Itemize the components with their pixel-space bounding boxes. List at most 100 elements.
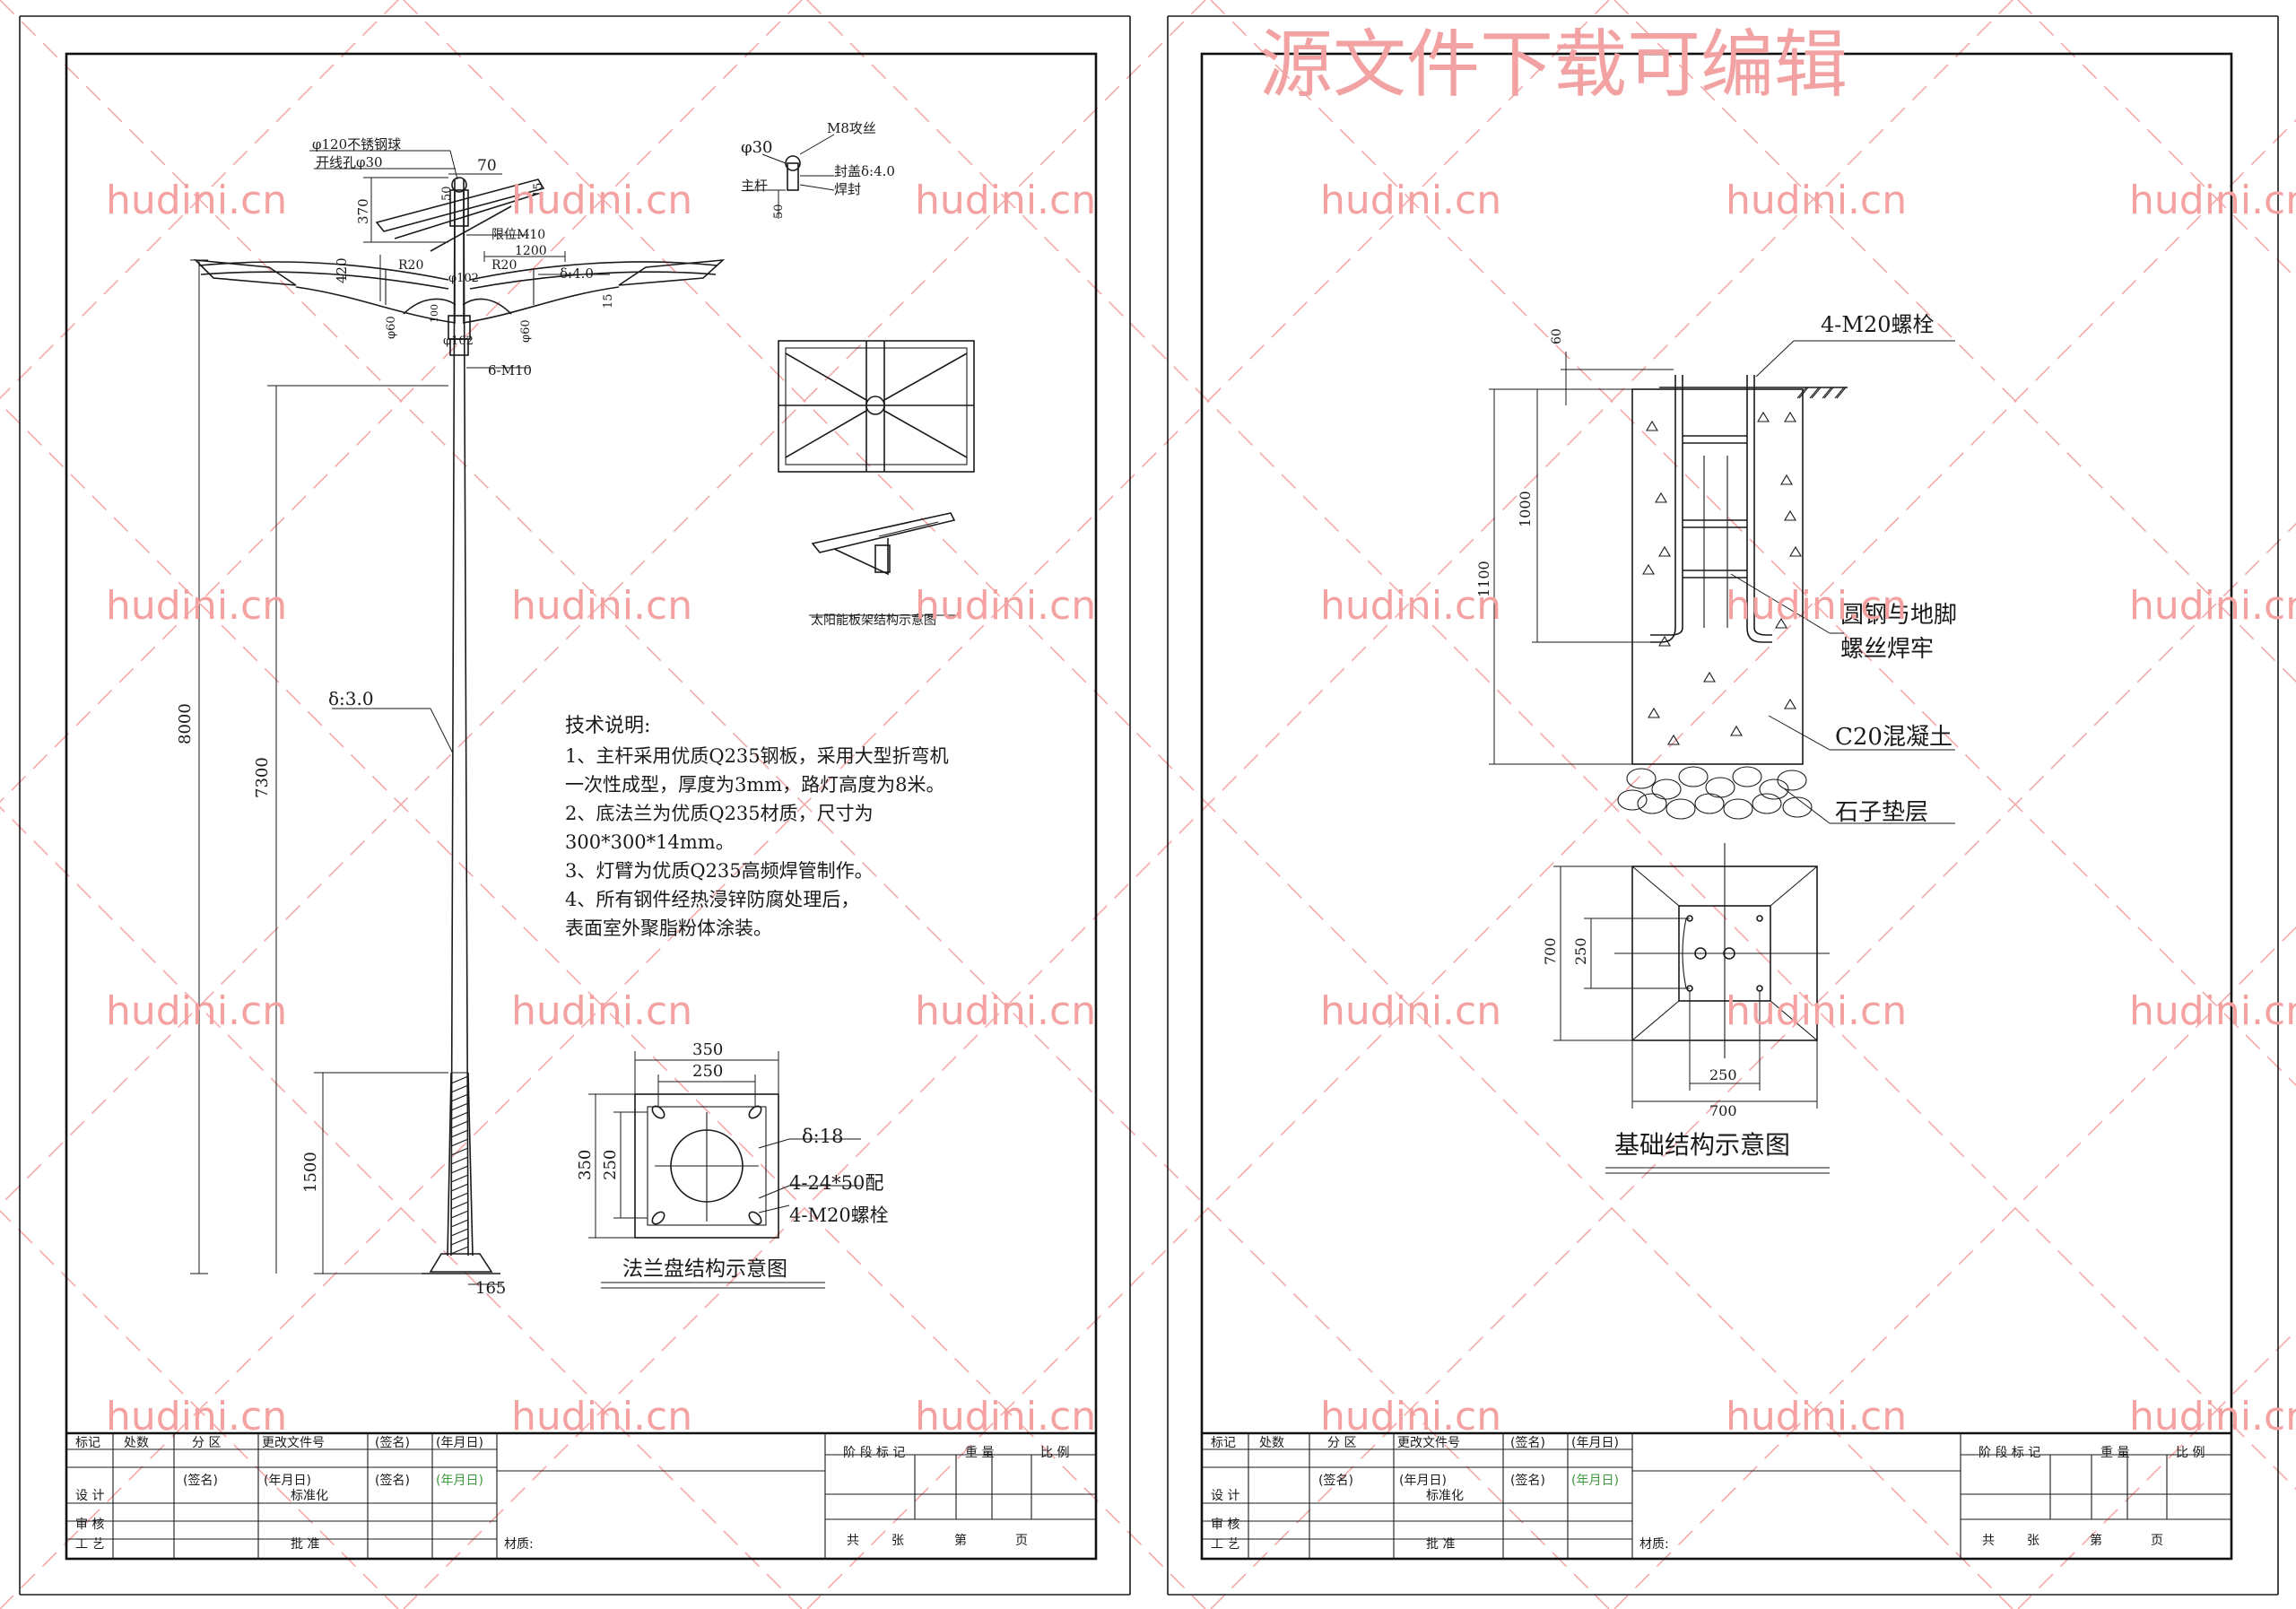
- ground-hatch-line: [1796, 387, 1807, 399]
- wm-diagonal: [0, 0, 399, 400]
- tb-label: (签名): [1510, 1473, 1545, 1488]
- technical-notes: 技术说明: 1、主杆采用优质Q235钢板，采用大型折弯机 一次性成型，厚度为3m…: [565, 715, 949, 939]
- wm-diagonal: [0, 0, 803, 804]
- watermark-label: hudini.cn: [2129, 178, 2296, 223]
- hatch-line: [450, 1174, 469, 1183]
- gravel-stone: [1626, 768, 1657, 789]
- tb-label: 更改文件号: [1397, 1436, 1460, 1450]
- note-line-5: 3、灯臂为优质Q235高频焊管制作。: [565, 860, 874, 882]
- dim-370: 370: [355, 198, 371, 224]
- gravel-stone: [1637, 793, 1667, 814]
- wm-diagonal: [0, 0, 1206, 1207]
- tb-label: 更改文件号: [262, 1436, 325, 1450]
- tb-label: 审 核: [1211, 1518, 1239, 1532]
- weld-note-1: 圆钢与地脚: [1840, 602, 1957, 629]
- weld-label: 焊封: [834, 181, 861, 197]
- hatch-line: [450, 1210, 469, 1219]
- tb-label: 第: [954, 1533, 967, 1548]
- note-line-2: 一次性成型，厚度为3mm，路灯高度为8米。: [565, 774, 945, 796]
- watermark-label: hudini.cn: [915, 1394, 1096, 1439]
- hatch-line: [450, 1192, 469, 1201]
- tb-label: 张: [2027, 1534, 2039, 1548]
- flange-350-side: 350: [576, 1150, 595, 1180]
- watermark-label: hudini.cn: [1320, 988, 1501, 1034]
- tb-label: 工 艺: [1211, 1537, 1239, 1552]
- hatch-line: [450, 1111, 469, 1120]
- watermark-label: hudini.cn: [106, 988, 287, 1034]
- plan-700-bottom: 700: [1709, 1102, 1737, 1119]
- phi60-right: φ60: [519, 319, 533, 343]
- shaft-thickness: δ:3.0: [328, 688, 374, 709]
- aggregate-mark: [1775, 617, 1787, 629]
- tb-label: 张: [891, 1534, 904, 1548]
- solar-panel-frame: 太阳能板架结构示意图: [778, 340, 975, 628]
- wm-diagonal: [806, 0, 2296, 1491]
- bolt-label: 6-M10: [488, 362, 532, 378]
- height-1500: 1500: [301, 1152, 320, 1193]
- dim-1000: 1000: [1517, 491, 1534, 527]
- foundation-plan: 700 250 250 700 基础结构示意图: [1542, 843, 1830, 1174]
- gravel-stone: [1665, 798, 1696, 820]
- tb-label: 共: [847, 1534, 859, 1548]
- wm-diagonal: [2017, 1329, 2296, 1609]
- aggregate-mark: [1655, 491, 1667, 503]
- wm-diagonal: [0, 0, 1610, 1609]
- aggregate-mark: [1780, 474, 1793, 485]
- watermark-texts: hudini.cn hudini.cn hudini.cn hudini.cn hudi…: [106, 178, 2296, 1439]
- tb-label: 处数: [1259, 1436, 1284, 1450]
- tb-label: 共: [1982, 1534, 1995, 1548]
- tb-label: 设 计: [75, 1489, 104, 1503]
- gravel-label: 石子垫层: [1835, 799, 1928, 826]
- aggregate-mark: [1703, 671, 1716, 683]
- note-line-6: 4、所有钢件经热浸锌防腐处理后，: [565, 889, 859, 910]
- tb-label: (签名): [1510, 1435, 1545, 1450]
- note-line-1: 1、主杆采用优质Q235钢板，采用大型折弯机: [565, 745, 949, 767]
- watermark-label: hudini.cn: [1320, 583, 1501, 629]
- hatch-line: [450, 1138, 469, 1147]
- wm-diagonal: [1210, 0, 2296, 1087]
- dim-1200: 1200: [515, 244, 547, 258]
- panel-caption: 太阳能板架结构示意图: [811, 613, 936, 628]
- flange-250-top: 250: [692, 1062, 723, 1081]
- watermark-label: hudini.cn: [511, 178, 692, 223]
- hatch-line: [450, 1147, 469, 1156]
- wm-diagonal: [806, 118, 2296, 1609]
- aggregate-mark: [1789, 545, 1802, 557]
- height-8000: 8000: [176, 703, 195, 744]
- tb-label: 处数: [124, 1436, 149, 1450]
- hatch-line: [450, 1129, 469, 1138]
- tb-label: 批 准: [291, 1537, 319, 1552]
- watermark-label: hudini.cn: [106, 1394, 287, 1439]
- tb-label: 材质:: [504, 1537, 534, 1552]
- cap-dim-50: 50: [772, 204, 786, 219]
- watermark-headline: 源文件下载可编辑: [1259, 22, 1848, 108]
- watermark-label: hudini.cn: [2129, 583, 2296, 629]
- hatch-line: [450, 1201, 469, 1210]
- tb-label: (年月日): [1571, 1436, 1619, 1450]
- tb-label: 材质:: [1639, 1537, 1669, 1552]
- hole-label: 开线孔φ30: [316, 154, 383, 170]
- watermark-label: hudini.cn: [106, 178, 287, 223]
- hatch-line: [450, 1165, 469, 1174]
- dim-60: 60: [1550, 328, 1564, 344]
- hatch-line: [450, 1102, 469, 1111]
- wm-diagonal: [1613, 0, 2296, 683]
- dim-420: 420: [334, 257, 350, 283]
- gravel-stone: [1705, 777, 1735, 798]
- dim-1100: 1100: [1475, 561, 1492, 597]
- watermark-label: hudini.cn: [915, 988, 1096, 1034]
- plan-250-side: 250: [1572, 937, 1589, 965]
- flange-caption: 法兰盘结构示意图: [622, 1257, 787, 1281]
- pole-elevation: [190, 150, 726, 1285]
- tb-label: 第: [2090, 1533, 2102, 1548]
- cap-detail: φ30 M8攻丝 封盖δ:4.0 焊封 主杆 50: [741, 120, 895, 219]
- ground-hatch-line: [1836, 387, 1847, 399]
- watermark-label: hudini.cn: [1726, 1394, 1907, 1439]
- hatch-line: [450, 1183, 469, 1192]
- flange-slot: 4-24*50配: [789, 1172, 883, 1194]
- ground-hatch-line: [1798, 387, 1809, 399]
- tb-label: 阶 段 标 记: [1979, 1446, 2040, 1460]
- wm-diagonal: [0, 805, 803, 1609]
- foundation-section: 4-M20螺栓 60 1000 1100 圆钢与地脚 螺丝焊牢 C20混凝土 石…: [1475, 312, 1957, 826]
- m8-label: M8攻丝: [827, 120, 876, 136]
